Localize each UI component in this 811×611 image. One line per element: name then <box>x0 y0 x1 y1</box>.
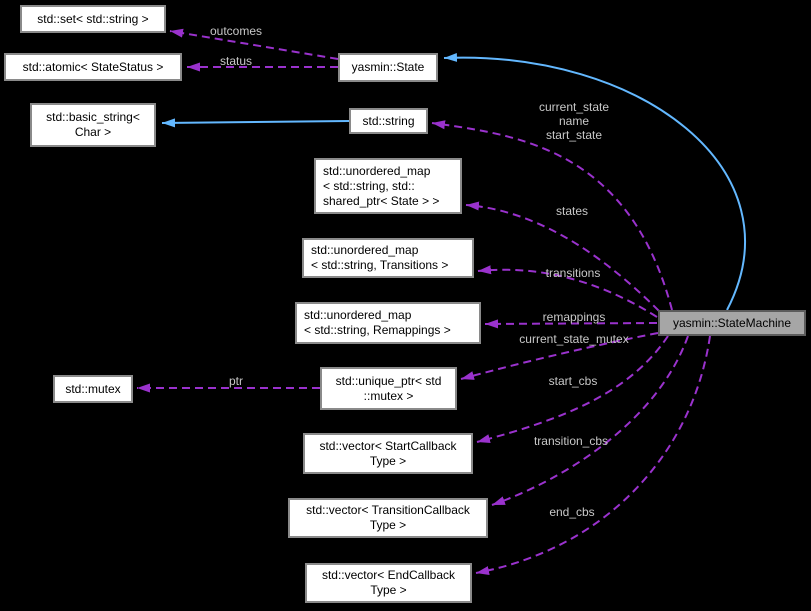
class-node-std-mutex[interactable]: std::mutex <box>53 375 133 403</box>
edge-label-line: start_cbs <box>548 374 598 388</box>
edge-remappings <box>484 319 658 329</box>
class-node-std-set[interactable]: std::set< std::string > <box>20 5 166 33</box>
class-node-label-line: std::unordered_map <box>304 308 412 322</box>
class-node-label-line: < std::string, Transitions > <box>311 258 449 272</box>
edge-states <box>465 201 660 312</box>
class-node-std-atomic[interactable]: std::atomic< StateStatus > <box>4 53 182 81</box>
edge-label-line: current_state <box>538 100 610 114</box>
edge-label-line: states <box>555 204 589 218</box>
class-node-map-remappings[interactable]: std::unordered_map< std::string, Remappi… <box>295 302 481 344</box>
edge-label-current-state-mutex: current_state_mutex <box>519 332 628 346</box>
class-node-std-basic-string[interactable]: std::basic_string<Char > <box>30 103 156 147</box>
edge-label-transitions: transitions <box>546 266 601 280</box>
edge-string-inherits-basic-string <box>161 118 350 128</box>
edge-start-cbs <box>476 335 669 444</box>
edge-label-line: ptr <box>228 374 244 388</box>
class-node-label-line: shared_ptr< State > > <box>323 193 440 208</box>
edge-label-line: name <box>558 114 590 128</box>
edge-transition-cbs <box>491 335 689 506</box>
edge-label-line: start_state <box>545 128 603 142</box>
edge-label-line: end_cbs <box>549 505 595 519</box>
class-node-yasmin-state[interactable]: yasmin::State <box>338 53 438 82</box>
edge-statemachine-inherits-state <box>443 52 746 311</box>
class-node-label-line: std::mutex <box>65 381 121 396</box>
class-node-label-line: Type > <box>370 583 407 597</box>
class-node-label-line: < std::string, Remappings > <box>304 323 451 337</box>
class-node-map-transitions[interactable]: std::unordered_map< std::string, Transit… <box>302 238 474 278</box>
class-node-label-line: std::unique_ptr< std <box>335 373 442 388</box>
class-node-label-line: std::string <box>362 113 415 128</box>
edge-label-ptr: ptr <box>229 374 243 388</box>
edge-label-end-cbs: end_cbs <box>549 505 594 519</box>
class-node-label-line: std::vector< TransitionCallback <box>306 503 470 517</box>
class-node-yasmin-statemachine: yasmin::StateMachine <box>658 310 806 336</box>
edge-label-line: transition_cbs <box>533 434 609 448</box>
class-node-label-line: std::vector< StartCallback <box>319 438 457 453</box>
class-node-label-line: yasmin::StateMachine <box>672 315 792 330</box>
edge-label-start-cbs: start_cbs <box>549 374 598 388</box>
class-node-label-line: std::basic_string< <box>46 110 140 124</box>
class-node-label-line: yasmin::State <box>351 60 425 74</box>
edge-transitions <box>477 265 658 318</box>
edge-label-transition-cbs: transition_cbs <box>534 434 608 448</box>
class-node-label-line: std::vector< EndCallback <box>321 568 456 582</box>
edge-label-line: transitions <box>545 266 601 280</box>
class-node-label-line: ::mutex > <box>363 388 414 403</box>
class-node-std-unique-ptr-mutex[interactable]: std::unique_ptr< std::mutex > <box>320 367 457 410</box>
class-node-label-line: std::unordered_map <box>311 243 419 257</box>
class-node-label-line: std::atomic< StateStatus > <box>22 59 164 74</box>
class-node-label-line: Type > <box>369 518 407 532</box>
class-node-label-line: std::set< std::string > <box>37 11 149 26</box>
class-node-label-line: std::unordered_map <box>323 163 431 178</box>
edge-label-line: remappings <box>542 310 606 324</box>
edge-end-cbs <box>475 335 711 575</box>
class-node-map-states[interactable]: std::unordered_map< std::string, std::sh… <box>314 158 462 214</box>
edge-label-line: outcomes <box>209 24 263 38</box>
edge-label-line: status <box>219 54 253 68</box>
class-node-std-string[interactable]: std::string <box>349 108 428 134</box>
edge-label-outcomes: outcomes <box>210 24 262 38</box>
class-node-label-line: Char > <box>74 125 112 139</box>
edge-label-states: states <box>556 204 588 218</box>
edge-outcomes <box>169 28 339 60</box>
edge-label-line: current_state_mutex <box>519 332 629 346</box>
edge-label-status: status <box>220 54 252 68</box>
edge-label-remappings: remappings <box>543 310 606 324</box>
class-node-label-line: Type > <box>369 453 407 468</box>
class-node-label-line: < std::string, std:: <box>323 178 415 193</box>
edge-state-strings <box>431 120 673 311</box>
